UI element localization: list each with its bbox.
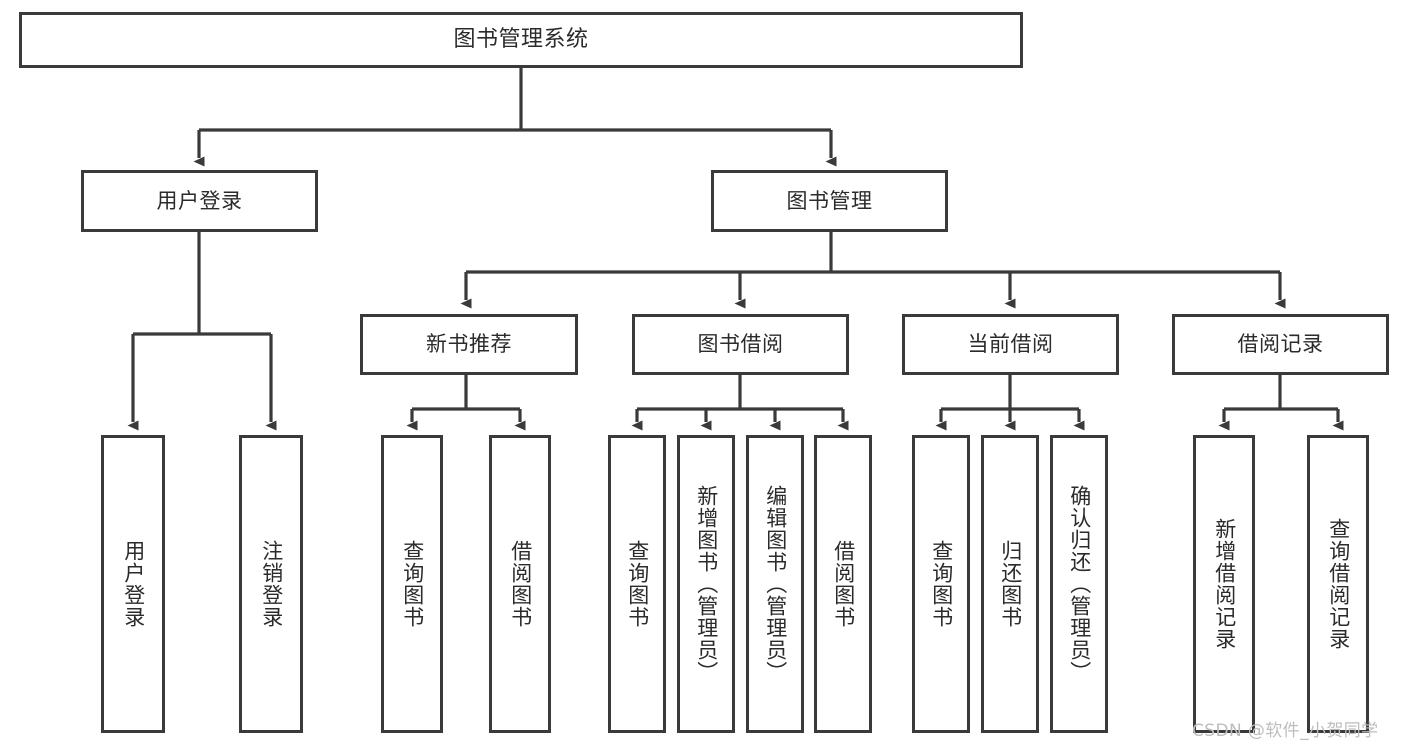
node-user-login[interactable]: 用户登录 <box>81 170 318 232</box>
node-label: 借阅图书 <box>508 540 533 628</box>
node-label: 图书借阅 <box>697 332 784 357</box>
node-label: 注销登录 <box>259 540 284 628</box>
leaf-book-borrow-query[interactable]: 查询图书 <box>608 435 666 733</box>
node-label: 图书管理系统 <box>453 27 589 53</box>
node-label: 新增借阅记录 <box>1212 518 1237 650</box>
leaf-current-borrow-confirm-return[interactable]: 确认归还（管理员） <box>1050 435 1108 733</box>
leaf-user-login-signin[interactable]: 用户登录 <box>101 435 165 733</box>
node-root-system[interactable]: 图书管理系统 <box>19 12 1023 68</box>
node-label: 用户登录 <box>156 188 243 213</box>
node-label: 归还图书 <box>998 540 1023 628</box>
node-book-management[interactable]: 图书管理 <box>711 170 948 232</box>
leaf-book-borrow-lend[interactable]: 借阅图书 <box>814 435 872 733</box>
leaf-new-book-query[interactable]: 查询图书 <box>381 435 443 733</box>
node-label: 编辑图书（管理员） <box>763 485 788 683</box>
node-label: 确认归还（管理员） <box>1067 485 1092 683</box>
leaf-current-borrow-return[interactable]: 归还图书 <box>981 435 1039 733</box>
node-label: 查询图书 <box>625 540 650 628</box>
node-label: 借阅图书 <box>831 540 856 628</box>
node-label: 新书推荐 <box>426 332 512 357</box>
node-label: 新增图书（管理员） <box>694 485 719 683</box>
node-label: 当前借阅 <box>967 332 1054 357</box>
node-current-borrow[interactable]: 当前借阅 <box>902 314 1119 375</box>
node-book-borrow[interactable]: 图书借阅 <box>632 314 849 375</box>
leaf-user-login-signout[interactable]: 注销登录 <box>239 435 303 733</box>
node-label: 查询图书 <box>400 540 425 628</box>
leaf-book-borrow-add[interactable]: 新增图书（管理员） <box>677 435 735 733</box>
leaf-borrow-record-add[interactable]: 新增借阅记录 <box>1193 435 1255 733</box>
node-label: 用户登录 <box>121 540 146 628</box>
node-new-book-recommend[interactable]: 新书推荐 <box>360 314 578 375</box>
leaf-new-book-borrow[interactable]: 借阅图书 <box>489 435 551 733</box>
leaf-borrow-record-query[interactable]: 查询借阅记录 <box>1307 435 1369 733</box>
node-label: 图书管理 <box>786 188 873 213</box>
leaf-current-borrow-query[interactable]: 查询图书 <box>912 435 970 733</box>
node-label: 查询图书 <box>929 540 954 628</box>
node-borrow-record[interactable]: 借阅记录 <box>1172 314 1389 375</box>
node-label: 查询借阅记录 <box>1326 518 1351 650</box>
leaf-book-borrow-edit[interactable]: 编辑图书（管理员） <box>746 435 804 733</box>
node-label: 借阅记录 <box>1237 332 1324 357</box>
csdn-watermark: CSDN @软件_小贺同学 <box>1192 721 1379 741</box>
